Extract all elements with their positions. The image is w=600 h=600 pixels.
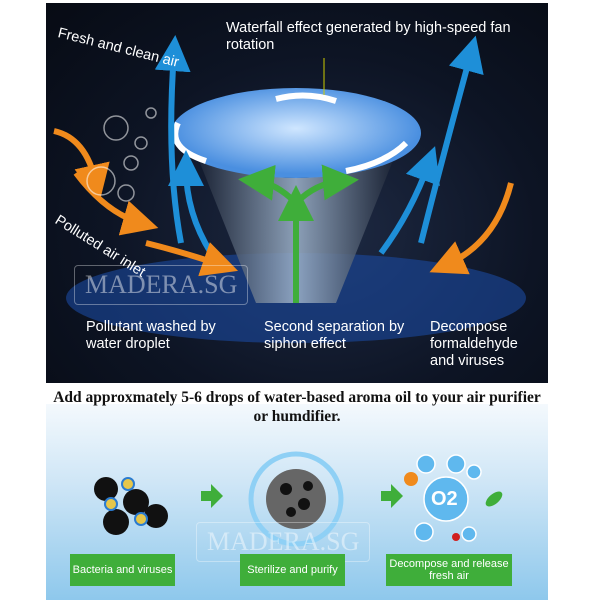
process-steps-panel: O2 MADERA.SG Bacteria and viruses Steril… bbox=[46, 404, 548, 600]
oxygen-bubbles-icon bbox=[414, 454, 482, 542]
arrow-right-icon bbox=[381, 484, 403, 508]
bacteria-icon bbox=[94, 477, 168, 535]
leaf-icon bbox=[485, 491, 503, 507]
aroma-oil-caption: Add approxmately 5-6 drops of water-base… bbox=[53, 389, 541, 425]
siphon-label: Second separation by siphon effect bbox=[264, 319, 405, 352]
sterilize-icon bbox=[266, 469, 326, 529]
pollutant-washed-label: Pollutant washed by water droplet bbox=[86, 319, 216, 352]
steps-illustration bbox=[94, 451, 503, 547]
watermark: MADERA.SG bbox=[74, 265, 249, 305]
purifier-illustration bbox=[53, 35, 526, 343]
orange-arrow bbox=[53, 128, 110, 201]
decompose-label: Decompose formaldehyde and viruses bbox=[430, 319, 518, 369]
step-bacteria-label: Bacteria and viruses bbox=[70, 554, 175, 586]
flower-icon bbox=[452, 533, 460, 541]
fan-disc bbox=[171, 88, 421, 178]
step-decompose-label: Decompose and release fresh air bbox=[386, 554, 512, 586]
bubbles bbox=[86, 107, 157, 202]
o2-label: O2 bbox=[431, 488, 458, 510]
step-sterilize-label: Sterilize and purify bbox=[240, 554, 345, 586]
fan-label: Waterfall effect generated by high-speed… bbox=[226, 20, 511, 53]
virus-icon bbox=[104, 477, 148, 526]
arrow-right-icon bbox=[201, 484, 223, 508]
flower-icon bbox=[404, 472, 418, 486]
water-swirl-icon bbox=[248, 451, 344, 547]
purification-diagram-panel: Waterfall effect generated by high-speed… bbox=[46, 3, 548, 383]
